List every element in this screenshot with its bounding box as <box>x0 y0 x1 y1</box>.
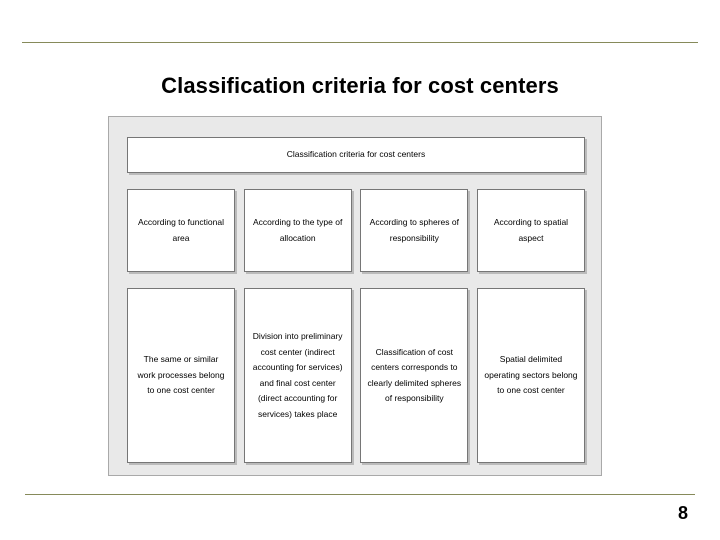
page-number: 8 <box>677 503 688 523</box>
detail-label: Spatial delimited operating sectors belo… <box>484 354 578 396</box>
detail-node-functional-area: The same or similar work processes belon… <box>127 288 235 463</box>
classification-diagram: Classification criteria for cost centers… <box>108 116 602 476</box>
footer-divider <box>25 494 695 495</box>
diagram-header-label: Classification criteria for cost centers <box>286 149 426 160</box>
criteria-label: According to functional area <box>138 217 224 243</box>
criteria-node-spheres-of-responsibility: According to spheres of responsibility <box>360 189 469 272</box>
diagram-header-node: Classification criteria for cost centers <box>127 137 585 173</box>
header-divider <box>22 42 698 43</box>
detail-node-type-of-allocation: Division into preliminary cost center (i… <box>243 288 352 463</box>
detail-row: The same or similar work processes belon… <box>127 288 585 463</box>
criteria-node-type-of-allocation: According to the type of allocation <box>243 189 352 272</box>
page-title: Classification criteria for cost centers <box>161 73 559 98</box>
criteria-node-functional-area: According to functional area <box>127 189 235 272</box>
detail-node-spheres-of-responsibility: Classification of cost centers correspon… <box>360 288 469 463</box>
detail-label: The same or similar work processes belon… <box>137 354 225 396</box>
detail-label: Division into preliminary cost center (i… <box>252 331 343 419</box>
criteria-label: According to spatial aspect <box>493 217 569 243</box>
detail-label: Classification of cost centers correspon… <box>367 346 462 404</box>
detail-node-spatial-aspect: Spatial delimited operating sectors belo… <box>476 288 585 463</box>
criteria-row: According to functional area According t… <box>127 189 585 272</box>
criteria-node-spatial-aspect: According to spatial aspect <box>476 189 585 272</box>
criteria-label: According to the type of allocation <box>253 217 343 243</box>
criteria-label: According to spheres of responsibility <box>369 217 459 243</box>
